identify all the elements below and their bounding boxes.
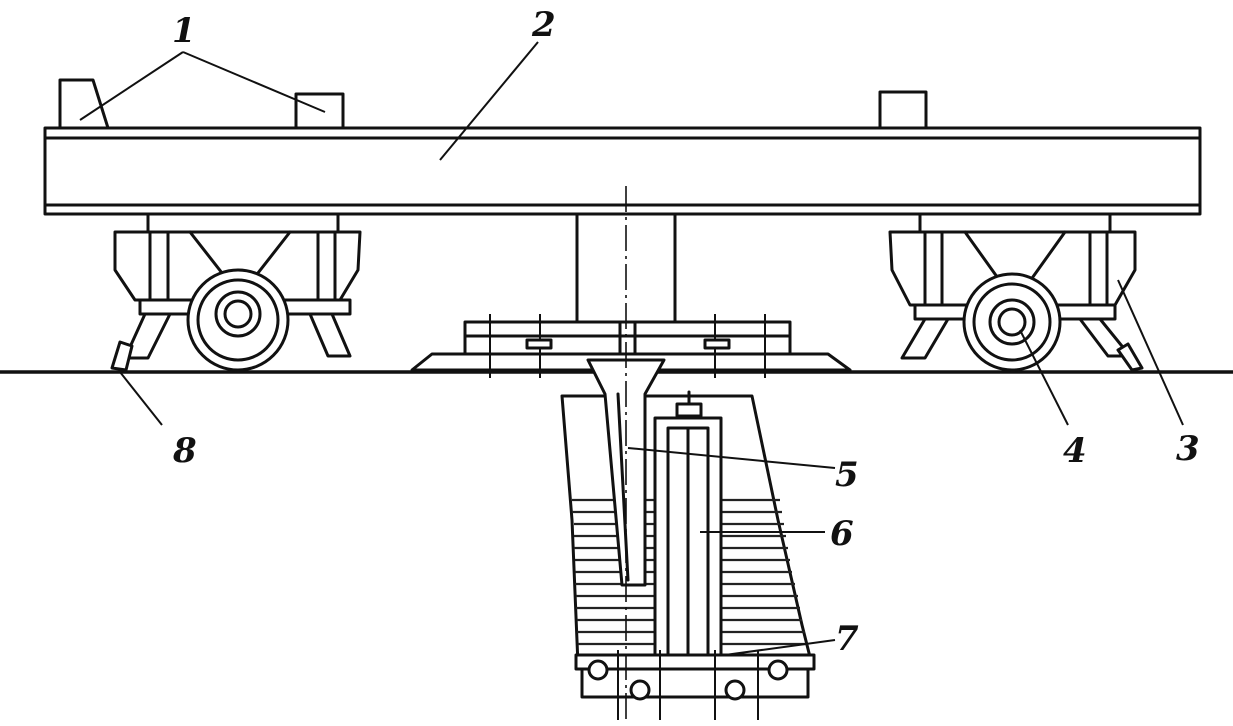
right-bogie: [888, 212, 1144, 372]
label-1: 1: [172, 11, 196, 51]
top-blocks: [58, 78, 928, 130]
label-3: 3: [1176, 429, 1200, 469]
label-5: 5: [835, 455, 859, 495]
label-6: 6: [830, 514, 854, 554]
left-bogie: [110, 212, 362, 372]
main-beam: [43, 126, 1202, 216]
part-labels: 1 2 3 4 5 6 7 8: [172, 5, 1200, 659]
label-7: 7: [835, 619, 859, 659]
label-2: 2: [531, 5, 556, 45]
pit-section: [560, 358, 816, 720]
label-8: 8: [172, 431, 197, 471]
leader-lines: [79, 41, 1184, 656]
label-4: 4: [1063, 431, 1087, 471]
